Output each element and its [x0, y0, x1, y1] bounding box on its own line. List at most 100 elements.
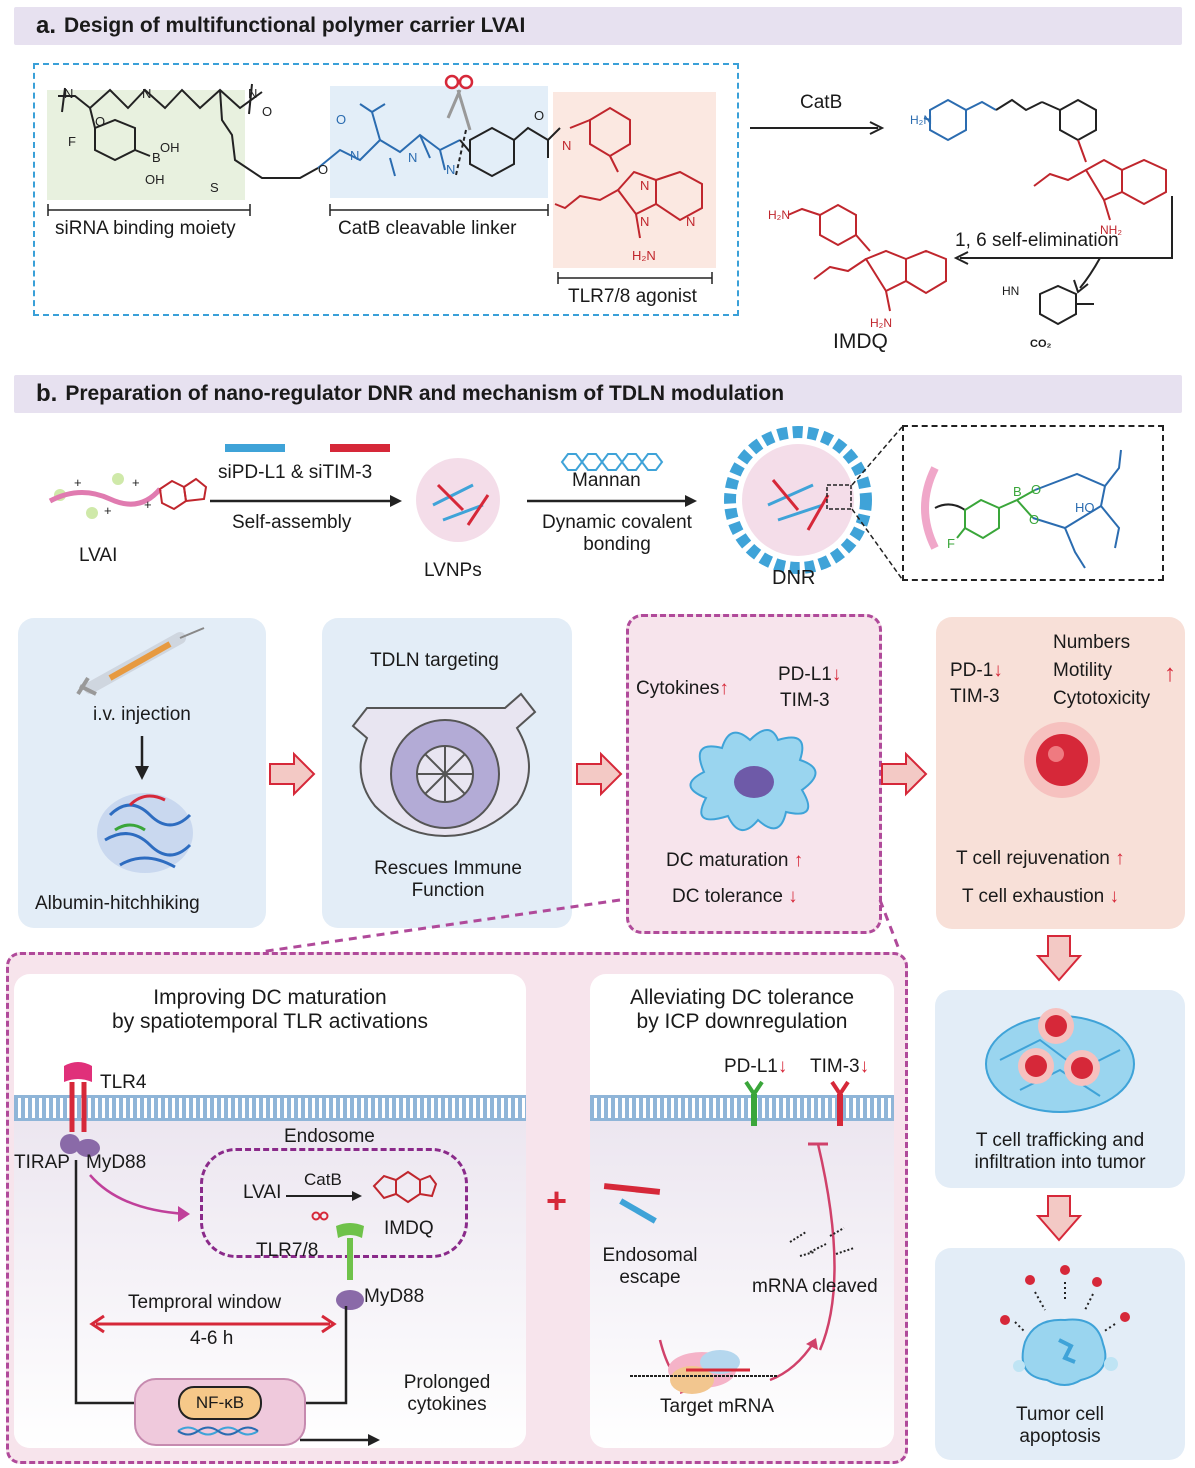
- tirap-label: TIRAP: [14, 1152, 70, 1173]
- cytokines-text: Cytokines: [636, 678, 720, 699]
- t-exhaustion-down-arrow: ↓: [1109, 886, 1120, 907]
- tdln-label: TDLN targeting: [370, 650, 499, 671]
- pdl1-receptor-icon: [744, 1080, 764, 1126]
- endosome-cleavage: [286, 1191, 362, 1221]
- svg-text:O: O: [336, 112, 346, 127]
- endosome-imdq-label: IMDQ: [384, 1218, 434, 1239]
- icp-tim3-label: TIM-3↓: [810, 1056, 869, 1078]
- lvnps-label: LVNPs: [424, 560, 482, 581]
- injection-label: i.v. injection: [93, 704, 191, 725]
- svg-text:N: N: [640, 178, 649, 193]
- svg-text:N: N: [350, 148, 359, 163]
- dc-maturation-text: DC maturation: [666, 850, 789, 871]
- tlr4-receptor-icon: [60, 1062, 100, 1157]
- dc-tolerance-text: DC tolerance: [672, 886, 783, 907]
- catb-arrow-label: CatB: [800, 92, 843, 113]
- dc-pdl1-label: PD-L1↓: [778, 664, 841, 686]
- endosome-lvai-label: LVAI: [243, 1182, 282, 1203]
- cytokines-up-arrow: ↑: [719, 678, 729, 699]
- tim3-receptor-icon: [830, 1080, 850, 1126]
- section-b-title: Preparation of nano-regulator DNR and me…: [65, 382, 785, 405]
- injection-down-arrow: [135, 736, 149, 780]
- myd88-2-label: MyD88: [364, 1286, 425, 1307]
- section-b-header: b. Preparation of nano-regulator DNR and…: [14, 375, 1182, 413]
- elimination-arrow: [953, 196, 1173, 294]
- zoom-lines: [851, 426, 903, 580]
- endosomal-escape-label: Endosomal escape: [590, 1245, 710, 1289]
- apoptosis-line2: apoptosis: [1019, 1426, 1101, 1447]
- escape-line1: Endosomal: [602, 1245, 698, 1266]
- structure-frame: [33, 63, 739, 316]
- trafficking-line2: infiltration into tumor: [974, 1152, 1146, 1173]
- svg-text:H₂N: H₂N: [870, 316, 892, 330]
- svg-text:O: O: [262, 104, 272, 119]
- lvai-polymer-icon: ++++: [48, 473, 208, 519]
- dc-pdl1-text: PD-L1: [778, 664, 832, 685]
- svg-text:NH₂: NH₂: [1100, 223, 1122, 237]
- rescues-line2: Function: [411, 880, 485, 901]
- dnr-particle: [724, 426, 872, 574]
- dc-tolerance-label: DC tolerance ↓: [672, 886, 798, 908]
- bond-atom-f: F: [947, 536, 955, 551]
- dnr-label: DNR: [772, 567, 816, 589]
- svg-text:+: +: [74, 475, 82, 490]
- byproduct-structure: [1039, 284, 1094, 326]
- membrane-right: [590, 1095, 894, 1121]
- pd1-text: PD-1: [950, 660, 994, 681]
- icp-pdl1-down-arrow: ↓: [777, 1056, 788, 1077]
- lymph-node-icon: [351, 692, 537, 838]
- svg-text:N: N: [446, 162, 455, 177]
- self-assembly-arrow: [210, 495, 402, 507]
- imdq-label: IMDQ: [833, 330, 888, 353]
- t-rejuvenation-text: T cell rejuvenation: [956, 848, 1110, 869]
- svg-text:N: N: [64, 86, 73, 101]
- apoptosis-line1: Tumor cell: [1016, 1404, 1104, 1425]
- tumor-apoptosis-icon: [1000, 1265, 1130, 1386]
- lvai-label: LVAI: [79, 545, 118, 566]
- byproduct-co2: CO₂: [1030, 338, 1052, 350]
- tlr78-receptor-icon: [336, 1223, 364, 1310]
- sirna-label: siPD-L1 & siTIM-3: [218, 462, 373, 483]
- dc-tim3-label: TIM-3: [780, 690, 830, 711]
- icp-pdl1-label: PD-L1↓: [724, 1056, 787, 1078]
- icp-tim3-text: TIM-3: [810, 1056, 860, 1077]
- rescues-label: Rescues Immune Function: [335, 858, 561, 902]
- endosome-catb-label: CatB: [304, 1170, 342, 1189]
- t-exhaustion-label: T cell exhaustion ↓: [962, 886, 1119, 908]
- dynamic-bonding-label: Dynamic covalent bonding: [522, 512, 712, 556]
- imdq-molecule-icon: [372, 1170, 438, 1204]
- svg-text:H₂N: H₂N: [632, 248, 656, 263]
- nfkb-badge: NF-κB: [178, 1386, 262, 1420]
- bond-atom-o2: O: [1029, 512, 1039, 527]
- mannan-label: Mannan: [572, 470, 641, 491]
- svg-text:H₂N: H₂N: [768, 208, 790, 222]
- svg-text:OH: OH: [160, 140, 180, 155]
- svg-text:F: F: [68, 134, 76, 149]
- bond-atom-b: B: [1013, 484, 1022, 499]
- bond-zoom-box: [902, 425, 1164, 581]
- svg-text:B: B: [152, 150, 161, 165]
- dc-maturation-label: DC maturation ↑: [666, 850, 803, 872]
- prolonged-line2: cytokines: [407, 1394, 487, 1415]
- sirna-icons: [225, 444, 390, 452]
- t-exhaustion-text: T cell exhaustion: [962, 886, 1105, 907]
- section-a-title: Design of multifunctional polymer carrie…: [64, 14, 526, 37]
- albumin-protein-icon: [97, 793, 193, 873]
- svg-text:O: O: [95, 114, 105, 129]
- catb-linker-label: CatB cleavable linker: [338, 218, 517, 239]
- svg-text:O: O: [534, 108, 544, 123]
- section-b-letter: b.: [36, 380, 58, 407]
- svg-text:+: +: [144, 497, 152, 512]
- icp-pdl1-text: PD-L1: [724, 1056, 778, 1077]
- svg-text:N: N: [408, 150, 417, 165]
- icp-panel-title-line1: Alleviating DC tolerance: [629, 986, 855, 1009]
- svg-text:+: +: [104, 503, 112, 518]
- elimination-label: 1, 6 self-elimination: [955, 230, 1119, 251]
- mannan-icon: [560, 453, 664, 471]
- mrna-cleaved-label: mRNA cleaved: [752, 1276, 878, 1297]
- prolonged-line1: Prolonged: [403, 1372, 491, 1393]
- tlr-panel-title: Improving DC maturation by spatiotempora…: [14, 986, 526, 1034]
- svg-text:S: S: [210, 180, 219, 195]
- icp-panel-title: Alleviating DC tolerance by ICP downregu…: [590, 986, 894, 1034]
- tlr4-label: TLR4: [100, 1072, 147, 1093]
